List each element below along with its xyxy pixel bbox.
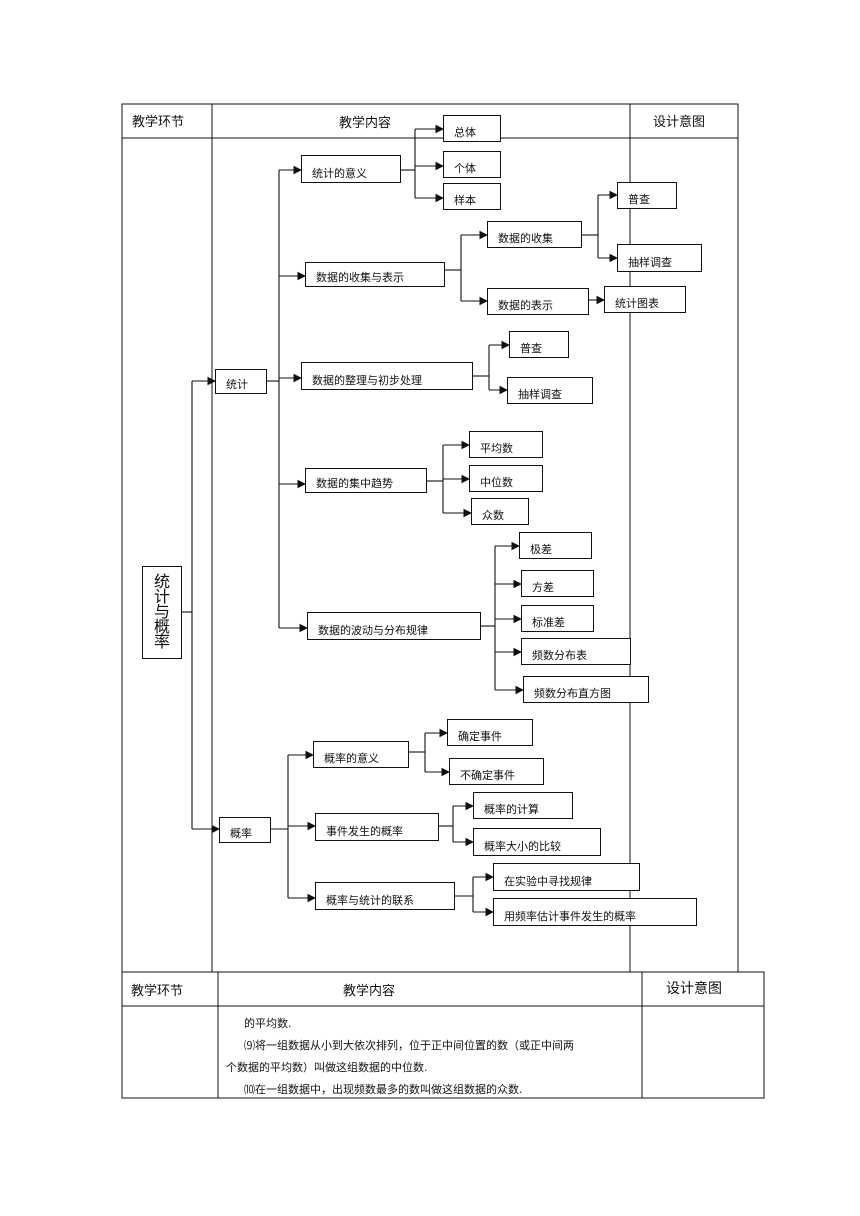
header-teaching-stage-2: 教学环节 [131,984,184,999]
leaf-range: 极差 [519,532,592,559]
leaf-sampling-survey: 抽样调查 [617,244,702,272]
node-event-probability: 事件发生的概率 [315,813,439,841]
leaf-statistical-chart: 统计图表 [604,286,686,313]
node-data-organization: 数据的整理与初步处理 [301,362,473,390]
leaf-mode: 众数 [471,498,529,525]
leaf-census: 普查 [509,331,569,358]
leaf-mean: 平均数 [469,431,543,458]
node-meaning-of-statistics: 统计的意义 [301,155,401,183]
leaf-census: 普查 [617,182,677,209]
leaf-frequency-table: 频数分布表 [521,638,631,665]
root-node-statistics-probability: 统 计 与 概 率 [142,566,182,659]
root-char: 概 [153,617,170,636]
content-line-1: 的平均数. [244,1017,292,1030]
node-central-tendency: 数据的集中趋势 [305,468,427,493]
leaf-find-pattern-in-experiment: 在实验中寻找规律 [493,863,640,891]
header-design-intent-2: 设计意图 [666,981,722,997]
leaf-standard-deviation: 标准差 [521,605,594,632]
leaf-probability-calculation: 概率的计算 [473,792,573,819]
leaf-probability-comparison: 概率大小的比较 [473,828,601,856]
content-line-4: ⑽在一组数据中，出现频数最多的数叫做这组数据的众数. [244,1083,523,1096]
leaf-data-collection: 数据的收集 [487,221,582,248]
content-line-3: 个数据的平均数）叫做这组数据的中位数. [226,1061,428,1074]
leaf-variance: 方差 [521,570,594,597]
root-char: 与 [153,602,170,621]
branch-probability: 概率 [219,817,271,843]
root-char: 率 [153,632,170,651]
leaf-sample: 样本 [443,183,501,210]
header-design-intent: 设计意图 [653,115,706,130]
header-teaching-content: 教学内容 [339,116,392,131]
node-probability-statistics-relation: 概率与统计的联系 [315,882,455,910]
header-teaching-stage: 教学环节 [132,115,185,130]
leaf-sampling-survey: 抽样调查 [507,377,593,404]
root-char: 统 [153,572,170,591]
node-meaning-of-probability: 概率的意义 [313,741,409,768]
node-dispersion-distribution: 数据的波动与分布规律 [307,612,481,640]
header-teaching-content-2: 教学内容 [343,984,396,999]
content-line-2: ⑼将一组数据从小到大依次排列，位于正中间位置的数（或正中间两 [244,1039,574,1052]
leaf-estimate-probability-by-frequency: 用频率估计事件发生的概率 [493,898,697,926]
leaf-data-representation: 数据的表示 [487,288,589,315]
leaf-certain-event: 确定事件 [447,719,533,746]
leaf-individual: 个体 [443,151,501,178]
leaf-population: 总体 [443,115,501,142]
branch-statistics: 统计 [215,369,267,394]
root-char: 计 [153,587,170,606]
leaf-median: 中位数 [469,465,543,492]
leaf-uncertain-event: 不确定事件 [449,758,544,785]
leaf-histogram: 频数分布直方图 [523,676,649,703]
node-data-collection-representation: 数据的收集与表示 [305,262,445,287]
